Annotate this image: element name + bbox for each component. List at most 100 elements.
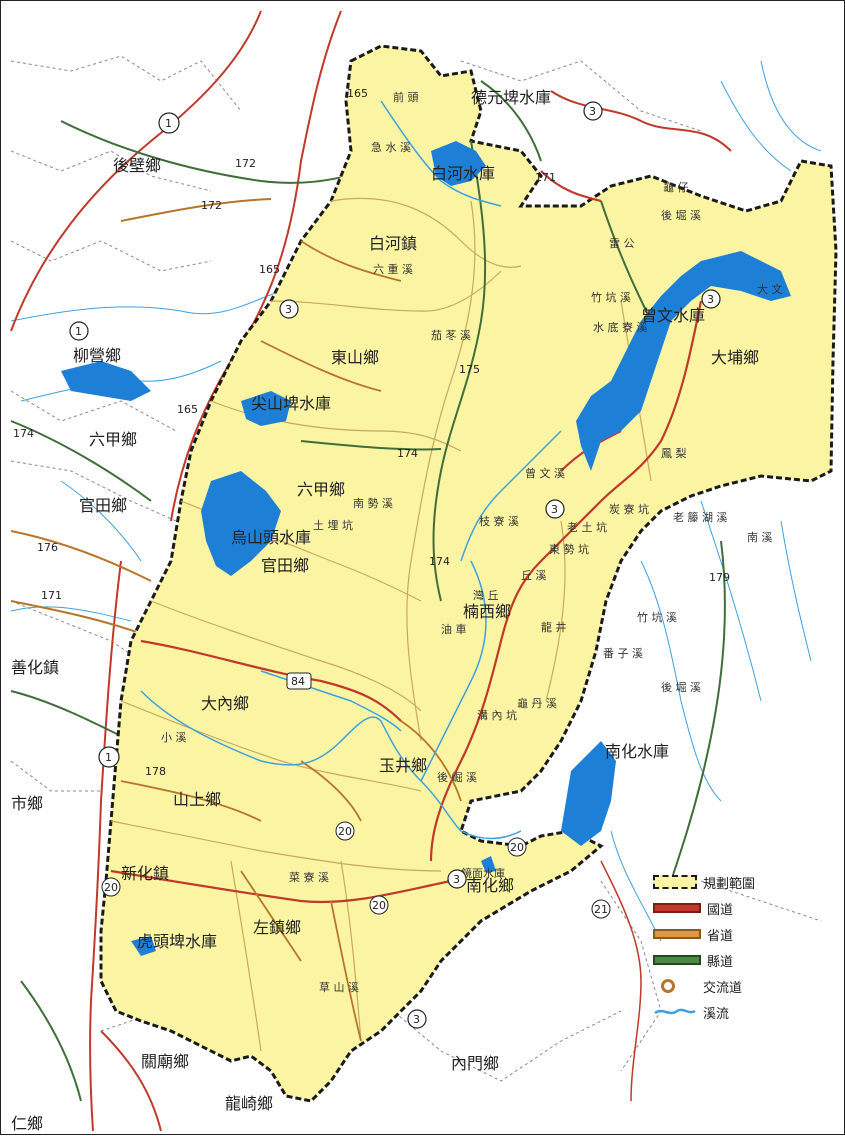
river-label: 溝 內 坑 (477, 708, 517, 722)
wushantou-reservoir-shape (201, 471, 281, 576)
river-label: 茄 苳 溪 (431, 328, 471, 342)
river-label: 菜 寮 溪 (289, 870, 329, 884)
svg-text:172: 172 (235, 157, 256, 170)
river-label: 南 勢 溪 (353, 496, 393, 510)
svg-text:171: 171 (535, 171, 556, 184)
township-label: 官田鄉 (261, 556, 309, 575)
nanhua-reservoir-shape (561, 741, 616, 846)
river-label: 前 頭 (393, 90, 419, 104)
river-label: 後 堀 溪 (661, 680, 701, 694)
river-label: 竹 坑 溪 (637, 610, 677, 624)
legend-label: 交流道 (703, 980, 743, 996)
county-road-shield: 171 (41, 589, 62, 602)
svg-text:3: 3 (707, 293, 714, 306)
township-label: 關廟鄉 (141, 1052, 189, 1071)
county-road-shield: 165 (347, 87, 368, 100)
national-road-shield: 1 (69, 321, 89, 341)
provincial-road-shield: 20 (369, 895, 389, 915)
region-secondary-roads (120, 240, 462, 1042)
svg-text:171: 171 (41, 589, 62, 602)
national-road-swatch-icon (653, 903, 701, 913)
river-label: 番 子 溪 (603, 647, 643, 660)
svg-text:84: 84 (291, 675, 305, 688)
legend-item-provincial-road: 省道 (653, 921, 803, 947)
national-road-shield: 3 (545, 499, 565, 519)
jingmian-reservoir-shape (481, 856, 496, 873)
township-label: 龍崎鄉 (225, 1094, 273, 1113)
legend-label: 省道 (707, 928, 734, 944)
provincial-road-shield: 20 (507, 837, 527, 857)
river-labels: 前 頭 急 水 溪 六 重 溪 茄 苳 溪 竹 坑 溪 水 底 寮 溪 雷 公 … (161, 90, 783, 994)
zengwen-reservoir-shape (576, 251, 791, 471)
reservoir-label: 虎頭埤水庫 (137, 932, 217, 951)
reservoir-label: 德元埤水庫 (471, 88, 551, 107)
svg-text:20: 20 (104, 881, 118, 894)
river-label: 後 崛 溪 (437, 770, 477, 784)
svg-text:174: 174 (397, 447, 418, 460)
river-label: 龜 丹 溪 (517, 697, 557, 710)
stream-line-icon (654, 1008, 696, 1015)
river-label: 丘 溪 (521, 569, 547, 582)
county-road-shield: 172 (201, 199, 222, 212)
legend-label: 縣道 (707, 954, 734, 970)
road-shields: 3 3 3 3 3 3 1 1 1 84 20 20 20 20 21 165 … (13, 87, 730, 1029)
svg-text:20: 20 (338, 825, 352, 838)
river-label: 水 底 寮 溪 (593, 320, 648, 334)
river-label: 龜 仔 (663, 181, 689, 194)
admin-borders (10, 55, 822, 1082)
svg-text:174: 174 (429, 555, 450, 568)
map-legend: 規劃範圍 國道 省道 縣道 交流道 溪流 (653, 869, 803, 1025)
river-label: 東 勢 坑 (549, 542, 589, 556)
river-label: 六 重 溪 (373, 262, 413, 276)
svg-text:178: 178 (145, 765, 166, 778)
national-road-shield: 1 (98, 746, 120, 768)
river-label: 油 車 (441, 622, 467, 636)
river-label: 後 堀 溪 (661, 208, 701, 222)
outer-roads (10, 10, 732, 1132)
county-road-shield: 174 (429, 555, 450, 568)
baihe-reservoir-shape (431, 141, 486, 186)
river-label: 小 溪 (161, 731, 187, 744)
reservoir-label: 尖山埤水庫 (251, 394, 331, 413)
county-road-shield: 174 (13, 427, 34, 440)
reservoir-label: 鏡面水庫 (461, 866, 505, 880)
river-label: 龍 井 (541, 620, 567, 634)
provincial-road-shield: 20 (335, 821, 355, 841)
township-label: 內門鄉 (451, 1054, 499, 1073)
river-label: 急 水 溪 (371, 140, 411, 154)
township-label: 官田鄉 (79, 496, 127, 515)
legend-item-stream: 溪流 (653, 999, 803, 1025)
county-road-shield: 175 (459, 363, 480, 376)
county-road-shield: 179 (709, 571, 730, 584)
provincial-road-shield: 84 (286, 672, 312, 690)
township-label: 後壁鄉 (113, 156, 161, 175)
legend-item-national-road: 國道 (653, 895, 803, 921)
deyuan-reservoir-shape (61, 361, 151, 401)
township-label: 市鄉 (11, 794, 43, 813)
river-label: 炭 寮 坑 (609, 502, 649, 516)
legend-label: 國道 (707, 902, 734, 918)
reservoir-label: 烏山頭水庫 (231, 528, 311, 547)
river-label: 鳳 梨 (661, 446, 687, 460)
national-road-shield: 3 (583, 101, 603, 121)
national-road-shield: 3 (279, 299, 299, 319)
legend-item-boundary: 規劃範圍 (653, 869, 803, 895)
svg-text:179: 179 (709, 571, 730, 584)
national-road-shield: 3 (407, 1009, 427, 1029)
township-label: 六甲鄉 (89, 430, 137, 449)
county-road-shield: 178 (145, 765, 166, 778)
svg-text:176: 176 (37, 541, 58, 554)
provincial-road-shield: 20 (101, 877, 121, 897)
svg-text:172: 172 (201, 199, 222, 212)
river-label: 灣 丘 (473, 589, 499, 602)
reservoir-labels: 尖山埤水庫 白河水庫 德元埤水庫 烏山頭水庫 鏡面水庫 虎頭埤水庫 南化水庫 曾… (137, 88, 705, 951)
township-label: 玉井鄉 (379, 756, 427, 775)
county-road-shield: 165 (259, 263, 280, 276)
svg-text:1: 1 (165, 117, 172, 130)
region-streams (140, 100, 562, 840)
svg-text:1: 1 (75, 325, 82, 338)
national-road-shield: 1 (158, 112, 180, 134)
river-label: 土 埋 坑 (313, 518, 353, 532)
national-road-shield: 3 (701, 289, 721, 309)
